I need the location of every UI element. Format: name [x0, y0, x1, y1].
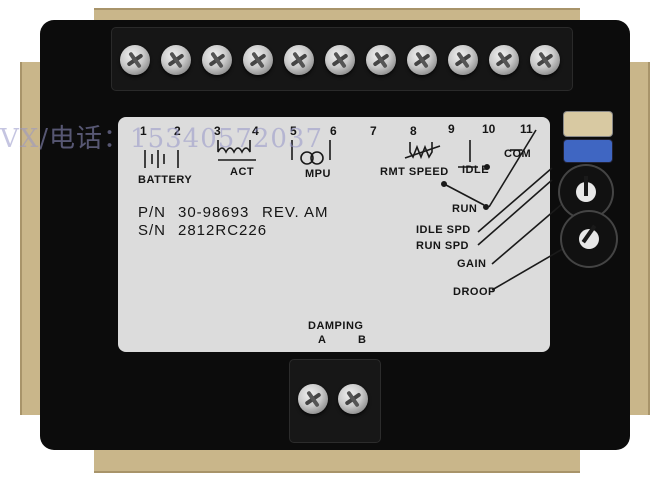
trim-pot-upper[interactable] [564, 112, 612, 136]
serial-number-prefix: S/N [138, 222, 167, 239]
label-mpu: MPU [305, 168, 331, 180]
terminal-number-9: 9 [448, 122, 455, 136]
terminal-screw-9[interactable] [448, 45, 478, 75]
label-battery: BATTERY [138, 174, 193, 186]
label-damping-b: B [358, 334, 367, 346]
label-run-spd: RUN SPD [416, 240, 470, 252]
serial-number-value: 2812RC226 [178, 222, 268, 239]
label-idle-spd: IDLE SPD [416, 224, 471, 236]
terminal-number-1: 1 [140, 124, 147, 138]
terminal-number-2: 2 [174, 124, 181, 138]
label-act: ACT [230, 166, 255, 178]
damping-screw-a[interactable] [298, 384, 328, 414]
terminal-number-11: 11 [520, 122, 533, 136]
terminal-number-4: 4 [252, 124, 259, 138]
terminal-screw-1[interactable] [120, 45, 150, 75]
terminal-number-6: 6 [330, 124, 337, 138]
revision: REV. AM [262, 204, 329, 221]
terminal-number-5: 5 [290, 124, 297, 138]
terminal-screw-11[interactable] [530, 45, 560, 75]
terminal-screw-4[interactable] [243, 45, 273, 75]
part-number-prefix: P/N [138, 204, 167, 221]
terminal-screw-6[interactable] [325, 45, 355, 75]
watermark-text: VX/电话：15340572037 [0, 124, 324, 154]
trim-pot-lower[interactable] [564, 140, 612, 162]
gain-potentiometer[interactable] [560, 166, 612, 218]
terminal-screw-5[interactable] [284, 45, 314, 75]
label-damping-a: A [318, 334, 327, 346]
terminal-number-10: 10 [482, 122, 496, 136]
terminal-screw-10[interactable] [489, 45, 519, 75]
label-rmt-speed: RMT SPEED [380, 166, 449, 178]
damping-screw-b[interactable] [338, 384, 368, 414]
droop-knob-icon [579, 229, 599, 249]
terminal-number-7: 7 [370, 124, 377, 138]
label-panel [118, 117, 550, 352]
label-droop: DROOP [453, 286, 496, 298]
terminal-screw-7[interactable] [366, 45, 396, 75]
terminal-screw-8[interactable] [407, 45, 437, 75]
terminal-number-3: 3 [214, 124, 221, 138]
terminal-number-8: 8 [410, 124, 417, 138]
label-idle: IDLE [462, 164, 490, 176]
label-com: COM [504, 148, 532, 160]
label-gain: GAIN [457, 258, 487, 270]
label-damping: DAMPING [308, 320, 364, 332]
droop-potentiometer[interactable] [562, 212, 616, 266]
gain-pointer-icon [584, 176, 588, 196]
terminal-screw-2[interactable] [161, 45, 191, 75]
terminal-screw-3[interactable] [202, 45, 232, 75]
part-number-value: 30-98693 [178, 204, 250, 221]
label-run: RUN [452, 203, 478, 215]
